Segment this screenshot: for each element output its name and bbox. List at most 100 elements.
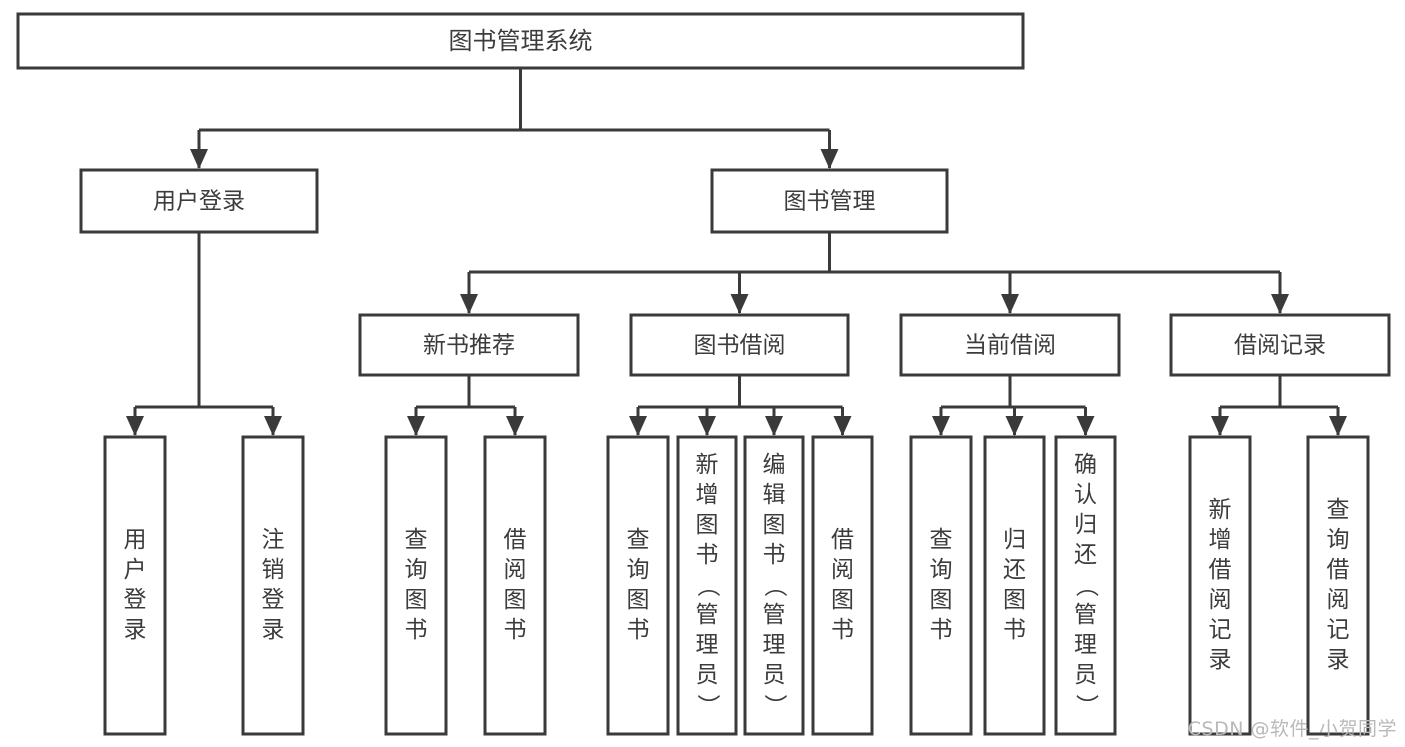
leaf-label-char: 书 (627, 617, 650, 643)
node-label: 借阅记录 (1234, 333, 1326, 359)
leaf-label-char: 记 (1209, 617, 1232, 643)
leaf-label-char: 阅 (1209, 587, 1232, 613)
node-box (483, 435, 547, 736)
leaf-label-char: 借 (1327, 557, 1350, 583)
leaf-label-char: 书 (831, 617, 854, 643)
leaf-label-char: 理 (763, 632, 786, 658)
leaf-label-char: ） (762, 694, 788, 717)
node-box (1054, 435, 1117, 736)
leaf-label-char: 查 (405, 527, 428, 553)
level2-node-book-manage[interactable]: 图书管理 (710, 168, 949, 234)
node-box (743, 435, 805, 736)
node-label: 新书推荐 (423, 333, 515, 359)
node-label: 图书借阅 (694, 333, 786, 359)
level3-node-current-borrow[interactable]: 当前借阅 (899, 313, 1121, 377)
node-box (241, 435, 305, 736)
arrow-head-icon (1329, 416, 1347, 436)
leaf-label-char: 书 (1003, 617, 1026, 643)
node-box (909, 435, 973, 736)
node-label: 图书管理 (784, 189, 876, 215)
node-box (899, 313, 1121, 377)
leaf-label-char: 登 (124, 587, 147, 613)
leaf-label-char: 注 (262, 527, 285, 553)
leaf-label-char: （ (1073, 574, 1099, 597)
leaf-label-char: ） (695, 694, 721, 717)
leaf-label-char: 借 (1209, 557, 1232, 583)
leaf-label-char: 员 (1074, 662, 1097, 688)
leaf-label-char: 登 (262, 587, 285, 613)
leaf-node-leaf-user-login[interactable]: 用户登录 (103, 435, 167, 736)
leaf-label-char: 阅 (831, 557, 854, 583)
leaf-label-char: 认 (1074, 482, 1097, 508)
leaf-label-char: 增 (1209, 527, 1232, 553)
root-node-root[interactable]: 图书管理系统 (16, 12, 1025, 70)
leaf-label-char: 图 (763, 512, 786, 538)
arrow-head-icon (629, 416, 647, 436)
leaf-label-char: （ (762, 574, 788, 597)
connector-lines-group (126, 68, 1347, 436)
node-box (79, 168, 319, 234)
arrow-head-icon (407, 416, 425, 436)
arrow-head-icon (1211, 416, 1229, 436)
leaf-label-char: 图 (405, 587, 428, 613)
node-boxes-group: 图书管理系统用户登录图书管理新书推荐图书借阅当前借阅借阅记录用户登录注销登录查询… (16, 12, 1391, 736)
leaf-label-char: 询 (1327, 527, 1350, 553)
node-box (676, 435, 738, 736)
leaf-label-char: 询 (930, 557, 953, 583)
node-box (384, 435, 448, 736)
leaf-label-char: 记 (1327, 617, 1350, 643)
arrow-head-icon (126, 416, 144, 436)
leaf-label-char: 员 (763, 662, 786, 688)
leaf-label-char: 增 (696, 482, 719, 508)
level3-node-new-book-recommend[interactable]: 新书推荐 (358, 313, 580, 377)
arrow-head-icon (1076, 416, 1095, 436)
node-box (811, 435, 874, 736)
leaf-label-char: 新 (696, 452, 719, 478)
level2-node-user-login[interactable]: 用户登录 (79, 168, 319, 234)
node-label: 当前借阅 (964, 333, 1056, 359)
leaf-label-char: 编 (763, 452, 786, 478)
arrow-head-icon (1001, 294, 1019, 314)
leaf-label-char: 管 (696, 602, 719, 628)
node-box (1306, 435, 1370, 736)
arrow-head-icon (190, 149, 208, 169)
arrow-head-icon (1271, 294, 1289, 314)
leaf-label-char: 用 (124, 527, 147, 553)
node-box (16, 12, 1025, 70)
leaf-label-char: 书 (696, 542, 719, 568)
leaf-label-char: 管 (1074, 602, 1097, 628)
leaf-label-char: 归 (1074, 512, 1097, 538)
leaf-label-char: 销 (262, 557, 285, 583)
arrow-head-icon (460, 294, 478, 314)
leaf-label-char: 图 (930, 587, 953, 613)
leaf-label-char: 书 (763, 542, 786, 568)
arrow-head-icon (833, 416, 852, 436)
leaf-label-char: 查 (930, 527, 953, 553)
leaf-label-char: ） (1073, 694, 1099, 717)
leaf-label-char: 图 (696, 512, 719, 538)
leaf-label-char: 理 (696, 632, 719, 658)
leaf-label-char: 书 (930, 617, 953, 643)
arrow-head-icon (730, 294, 749, 314)
level3-node-borrow-record[interactable]: 借阅记录 (1169, 313, 1391, 377)
level3-node-book-borrow[interactable]: 图书借阅 (629, 313, 850, 377)
node-box (629, 313, 850, 377)
leaf-label-char: 阅 (1327, 587, 1350, 613)
node-box (1188, 435, 1252, 736)
leaf-label-char: 还 (1074, 542, 1097, 568)
leaf-label-char: 新 (1209, 497, 1232, 523)
node-box (606, 435, 670, 736)
leaf-label-char: 图 (1003, 587, 1026, 613)
